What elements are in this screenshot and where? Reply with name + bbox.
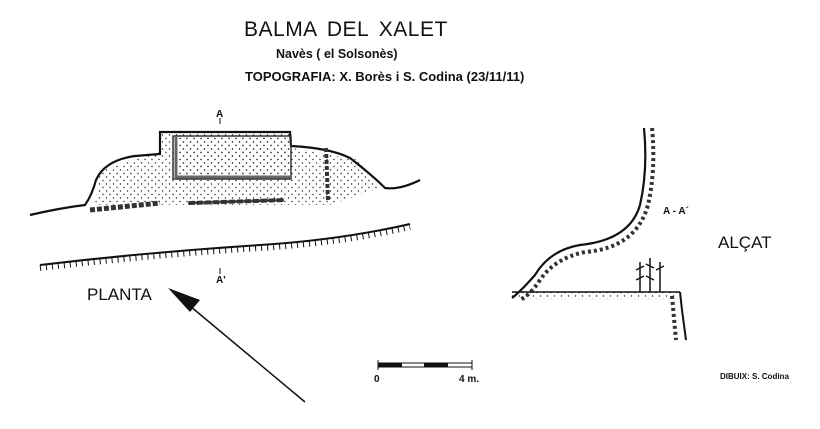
elevation-section-label: A - A´ bbox=[663, 206, 689, 217]
scale-bar bbox=[377, 360, 473, 370]
plan-label: PLANTA bbox=[87, 285, 152, 304]
elevation-label: ALÇAT bbox=[718, 233, 772, 252]
survey-location: Navès ( el Solsonès) bbox=[276, 47, 398, 61]
elevation-ledge bbox=[679, 291, 687, 341]
drawing-credit: DIBUIX: S. Codina bbox=[720, 372, 789, 381]
north-arrow-line bbox=[177, 295, 306, 403]
plan-wall-line bbox=[39, 223, 411, 266]
vegetation-icon bbox=[635, 258, 665, 292]
plan-view bbox=[29, 118, 421, 403]
plan-dripline bbox=[29, 130, 421, 217]
plan-boulders-left bbox=[89, 200, 161, 213]
section-label-a-prime: A' bbox=[216, 275, 226, 286]
plan-boulders-row bbox=[188, 198, 287, 205]
plan-block bbox=[172, 135, 292, 180]
elevation-floor bbox=[512, 292, 680, 299]
scale-start-label: 0 bbox=[374, 374, 380, 385]
north-arrow-head bbox=[168, 288, 200, 312]
elevation-wall bbox=[511, 127, 647, 299]
elevation-view bbox=[511, 127, 687, 341]
section-label-a: A bbox=[216, 109, 224, 120]
survey-authors: TOPOGRAFIA: X. Borès i S. Codina (23/11/… bbox=[245, 69, 525, 84]
plan-boulders-column bbox=[324, 147, 330, 201]
scale-end-label: 4 m. bbox=[459, 374, 480, 385]
survey-title: BALMA DEL XALET bbox=[244, 18, 448, 41]
